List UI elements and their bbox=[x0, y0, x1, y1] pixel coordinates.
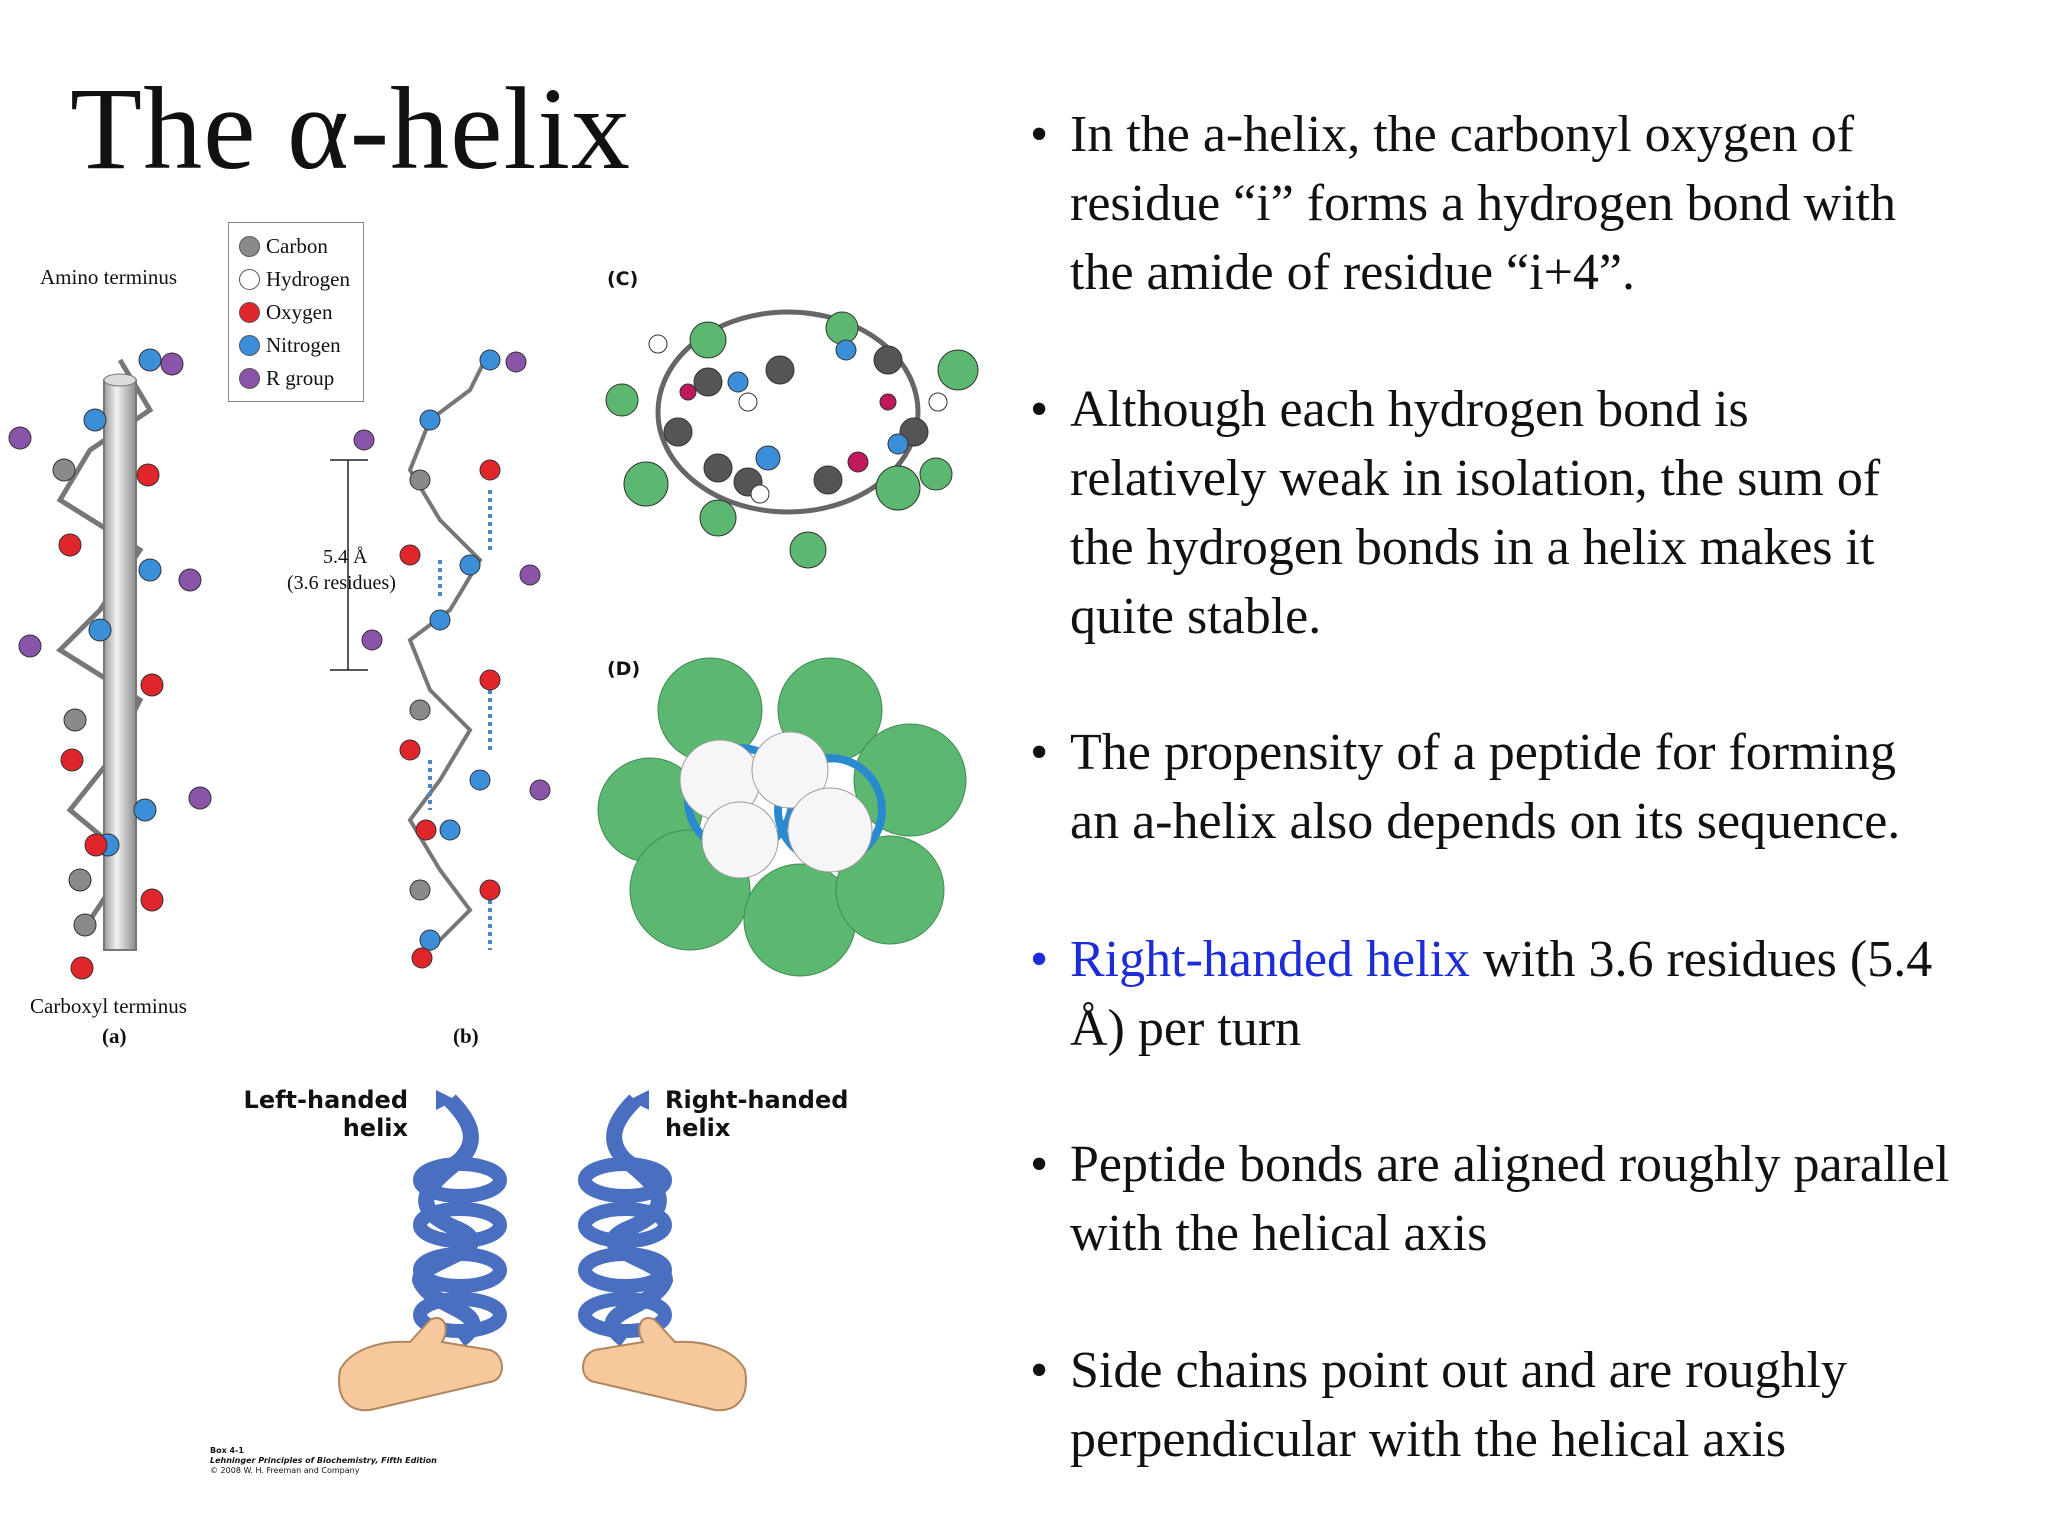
helix-top-view-ball-stick bbox=[605, 309, 979, 569]
bullet-1-line-3: the amide of residue “i+4”. bbox=[1070, 244, 1635, 301]
bullet-2-line-4: quite stable. bbox=[1070, 588, 1322, 645]
bullet-3: • The propensity of a peptide for formin… bbox=[1030, 718, 2040, 856]
legend-oxygen: Oxygen bbox=[239, 297, 333, 327]
helix-ball-stick-model-a bbox=[8, 348, 212, 980]
bullet-marker: • bbox=[1030, 1136, 1049, 1193]
left-handed-label: Left-handed helix bbox=[243, 1086, 408, 1142]
bullet-4-rest: with 3.6 residues (5.4 bbox=[1470, 931, 1933, 988]
rise-label-2: (3.6 residues) bbox=[287, 572, 396, 594]
panel-d-label: (D) bbox=[607, 658, 641, 680]
bullet-2-line-3: the hydrogen bonds in a helix makes it bbox=[1070, 519, 1875, 576]
panel-a-label: (a) bbox=[102, 1024, 127, 1048]
bullet-5-line-2: with the helical axis bbox=[1070, 1205, 1488, 1262]
rise-label-1: 5.4 Å bbox=[323, 546, 368, 568]
bullet-4: • Right-handed helix with 3.6 residues (… bbox=[1030, 925, 2040, 1063]
bullet-3-line-2: an a-helix also depends on its sequence. bbox=[1070, 793, 1901, 850]
bullet-4-highlight: Right-handed helix bbox=[1070, 931, 1471, 988]
atom-legend: Carbon Hydrogen Oxygen Nitrogen R group bbox=[228, 222, 364, 402]
figure-credit: Box 4-1 Lehninger Principles of Biochemi… bbox=[210, 1446, 437, 1475]
bullet-5-line-1: Peptide bonds are aligned roughly parall… bbox=[1070, 1136, 1950, 1193]
left-handed-helix-hand-illustration bbox=[338, 1090, 507, 1412]
carboxyl-terminus-label: Carboxyl terminus bbox=[30, 994, 187, 1018]
legend-nitrogen: Nitrogen bbox=[239, 330, 341, 360]
bullet-2: • Although each hydrogen bond is relativ… bbox=[1030, 375, 2040, 651]
bullet-1-line-1: In the a-helix, the carbonyl oxygen of bbox=[1070, 106, 1855, 163]
right-handed-label: Right-handed helix bbox=[665, 1086, 849, 1142]
right-handed-helix-hand-illustration bbox=[578, 1090, 747, 1412]
bullet-2-line-2: relatively weak in isolation, the sum of bbox=[1070, 450, 1881, 507]
legend-r-group: R group bbox=[239, 363, 334, 393]
bullet-6: • Side chains point out and are roughly … bbox=[1030, 1336, 2040, 1474]
bullet-marker: • bbox=[1030, 381, 1049, 438]
bullet-2-line-1: Although each hydrogen bond is bbox=[1070, 381, 1749, 438]
bullet-marker: • bbox=[1030, 106, 1049, 163]
slide-title: The α-helix bbox=[70, 63, 632, 194]
bullet-6-line-2: perpendicular with the helical axis bbox=[1070, 1411, 1787, 1468]
bullet-marker: • bbox=[1030, 931, 1049, 988]
bullet-3-line-1: The propensity of a peptide for forming bbox=[1070, 724, 1896, 781]
legend-hydrogen: Hydrogen bbox=[239, 264, 350, 294]
bullet-marker: • bbox=[1030, 1342, 1049, 1399]
helix-ball-stick-model-b bbox=[330, 349, 551, 969]
bullet-6-line-1: Side chains point out and are roughly bbox=[1070, 1342, 1847, 1399]
helix-space-filling-model bbox=[597, 657, 967, 977]
bullet-1: • In the a-helix, the carbonyl oxygen of… bbox=[1030, 100, 2040, 307]
bullet-1-line-2: residue “i” forms a hydrogen bond with bbox=[1070, 175, 1897, 232]
bullet-4-line-2: Å) per turn bbox=[1070, 1000, 1302, 1057]
bullet-5: • Peptide bonds are aligned roughly para… bbox=[1030, 1130, 2040, 1268]
panel-b-label: (b) bbox=[453, 1024, 479, 1048]
legend-carbon: Carbon bbox=[239, 231, 328, 261]
panel-c-label: (C) bbox=[607, 268, 639, 290]
amino-terminus-label: Amino terminus bbox=[40, 265, 178, 289]
bullet-marker: • bbox=[1030, 724, 1049, 781]
